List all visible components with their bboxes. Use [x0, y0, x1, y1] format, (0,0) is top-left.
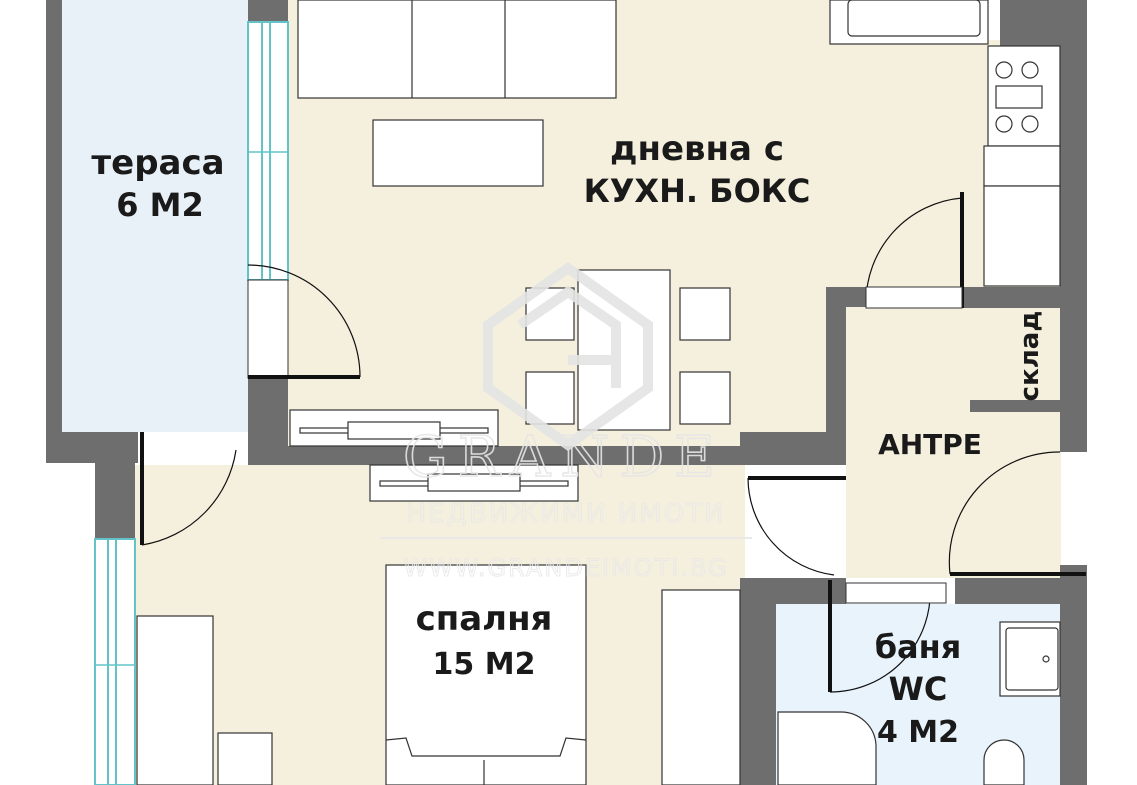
- bathroom-wc-label: WC: [889, 670, 948, 708]
- living-room-sublabel: кухн. бокс: [584, 172, 811, 210]
- nightstand: [217, 732, 273, 785]
- wall: [46, 432, 138, 463]
- terrace-label: тераса: [91, 143, 224, 183]
- terrace-door-frame: [247, 279, 289, 379]
- terrace-door-swing: [247, 264, 361, 378]
- doors: [140, 192, 1086, 693]
- sofa: [297, 0, 617, 99]
- bathroom-door-opening: [845, 582, 947, 604]
- wall: [248, 0, 288, 22]
- bathroom-label: баня: [875, 628, 962, 666]
- bedroom-terrace-door-swing: [141, 449, 237, 546]
- terrace-window: [247, 21, 289, 281]
- kitchen-cabinet: [983, 145, 1061, 187]
- dining-chair: [679, 371, 731, 425]
- watermark-tagline: НЕДВИЖИМИ ИМОТИ: [407, 499, 726, 529]
- stove-burner: [1021, 61, 1039, 79]
- living-room-label: дневна с: [610, 129, 784, 169]
- wardrobe: [661, 589, 741, 785]
- wall: [970, 400, 1060, 412]
- watermark-brand: GRANDE: [403, 425, 725, 490]
- stove: [995, 61, 1043, 133]
- toilet: [983, 739, 1025, 785]
- stove-burner: [1021, 115, 1039, 133]
- wall: [826, 287, 846, 465]
- stove-burner: [995, 61, 1013, 79]
- bathroom-area: 4 М2: [877, 715, 959, 750]
- hallway-label: антре: [878, 428, 982, 461]
- fridge: [983, 185, 1061, 287]
- storage-label: склад: [1015, 311, 1045, 402]
- entrance-door-swing: [865, 197, 963, 304]
- wall: [955, 578, 1061, 604]
- bedroom-area: 15 М2: [433, 647, 536, 682]
- bathroom-door-swing: [829, 584, 931, 693]
- windows: [94, 21, 289, 785]
- bedroom-tv: [427, 473, 521, 492]
- wall: [1060, 0, 1087, 452]
- room-labels: тераса 6 М2 дневна с кухн. бокс склад ан…: [91, 129, 1045, 750]
- front-door-swing: [948, 451, 1061, 575]
- wall: [95, 463, 135, 539]
- terrace-floor: [62, 0, 248, 432]
- tv: [347, 421, 441, 440]
- storage-floor: [1000, 308, 1034, 400]
- watermark-site: WWW.GRANDEIMOTI.BG: [403, 554, 728, 582]
- stove-grill: [995, 85, 1043, 109]
- wall: [1000, 0, 1060, 46]
- nightstand: [136, 615, 214, 785]
- entrance-door-opening: [865, 286, 963, 309]
- bathroom-sink-basin: [1005, 627, 1059, 691]
- watermark-logo-icon: [483, 261, 653, 452]
- watermark: GRANDE НЕДВИЖИМИ ИМОТИ WWW.GRANDEIMOTI.B…: [380, 261, 752, 583]
- shower: [777, 711, 877, 785]
- wall: [740, 578, 776, 785]
- wall: [248, 378, 288, 465]
- wall: [288, 446, 748, 465]
- wall: [46, 0, 62, 463]
- bed-blanket: [385, 737, 587, 757]
- furniture: [136, 0, 1061, 785]
- coffee-table: [372, 119, 544, 187]
- bedroom-door-swing: [747, 477, 835, 576]
- wall: [1060, 565, 1087, 785]
- wall: [826, 287, 866, 307]
- dining-chair: [679, 287, 731, 341]
- walls: [46, 0, 1087, 785]
- wall: [962, 287, 1062, 308]
- bathroom-sink-drain: [1042, 655, 1050, 663]
- bedroom-label: спалня: [416, 599, 553, 639]
- terrace-area: 6 М2: [116, 186, 204, 224]
- kitchen-sink: [847, 0, 981, 37]
- stove-burner: [995, 115, 1013, 133]
- bed: [385, 564, 587, 785]
